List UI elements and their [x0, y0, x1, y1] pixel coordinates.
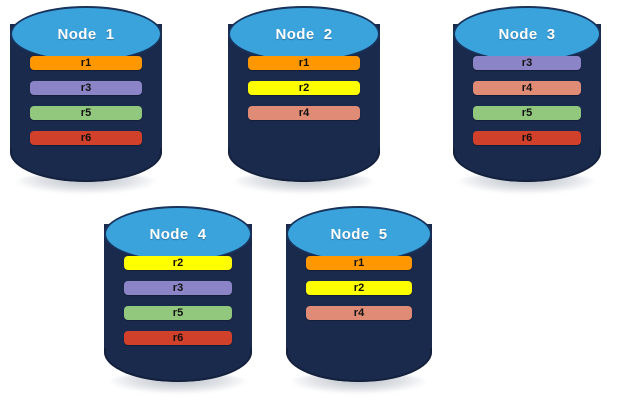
replica-label: r2 [353, 281, 365, 294]
database-node-4[interactable]: Node 4 r2 r3 r5 r6 [104, 206, 252, 394]
replica-label: r6 [172, 331, 184, 344]
node-label: Node 2 [275, 25, 333, 43]
replica-label: r1 [353, 256, 365, 269]
replica-label: r4 [521, 81, 533, 94]
replica-label: r1 [80, 56, 92, 69]
node-cylinder-top: Node 1 [10, 6, 162, 62]
replica-bar[interactable]: r1 [306, 256, 412, 270]
node-cylinder-top: Node 3 [453, 6, 601, 62]
replica-label: r5 [80, 106, 92, 119]
replica-bar[interactable]: r4 [473, 81, 581, 95]
replica-bar[interactable]: r5 [473, 106, 581, 120]
node-label: Node 3 [498, 25, 556, 43]
replica-bar[interactable]: r2 [248, 81, 360, 95]
replica-label: r2 [172, 256, 184, 269]
replica-bar[interactable]: r3 [473, 56, 581, 70]
node-cylinder-top: Node 2 [228, 6, 380, 62]
replica-bar[interactable]: r4 [248, 106, 360, 120]
replica-label: r3 [521, 56, 533, 69]
node-replica-list: r3 r4 r5 r6 [473, 56, 581, 156]
replica-bar[interactable]: r3 [30, 81, 142, 95]
replica-label: r2 [298, 81, 310, 94]
node-replica-list: r2 r3 r5 r6 [124, 256, 232, 356]
database-node-3[interactable]: Node 3 r3 r4 r5 r6 [453, 6, 601, 194]
replica-bar[interactable]: r6 [30, 131, 142, 145]
database-node-1[interactable]: Node 1 r1 r3 r5 r6 [10, 6, 162, 194]
node-replica-list: r1 r2 r4 [248, 56, 360, 131]
replica-bar[interactable]: r6 [473, 131, 581, 145]
node-cylinder-top: Node 5 [286, 206, 432, 262]
node-cylinder-top: Node 4 [104, 206, 252, 262]
replica-label: r3 [172, 281, 184, 294]
replica-label: r3 [80, 81, 92, 94]
replica-label: r1 [298, 56, 310, 69]
replica-bar[interactable]: r5 [124, 306, 232, 320]
database-node-2[interactable]: Node 2 r1 r2 r4 [228, 6, 380, 194]
node-replica-list: r1 r3 r5 r6 [30, 56, 142, 156]
replica-bar[interactable]: r1 [30, 56, 142, 70]
node-label: Node 1 [57, 25, 115, 43]
node-label: Node 4 [149, 225, 207, 243]
replica-label: r4 [353, 306, 365, 319]
replica-bar[interactable]: r6 [124, 331, 232, 345]
replica-bar[interactable]: r5 [30, 106, 142, 120]
replica-label: r5 [172, 306, 184, 319]
replica-bar[interactable]: r4 [306, 306, 412, 320]
replica-bar[interactable]: r2 [306, 281, 412, 295]
replica-label: r6 [521, 131, 533, 144]
database-node-5[interactable]: Node 5 r1 r2 r4 [286, 206, 432, 394]
replica-bar[interactable]: r3 [124, 281, 232, 295]
replica-bar[interactable]: r1 [248, 56, 360, 70]
replica-label: r5 [521, 106, 533, 119]
node-label: Node 5 [330, 225, 388, 243]
replica-bar[interactable]: r2 [124, 256, 232, 270]
replica-label: r4 [298, 106, 310, 119]
node-replica-list: r1 r2 r4 [306, 256, 412, 331]
replica-label: r6 [80, 131, 92, 144]
